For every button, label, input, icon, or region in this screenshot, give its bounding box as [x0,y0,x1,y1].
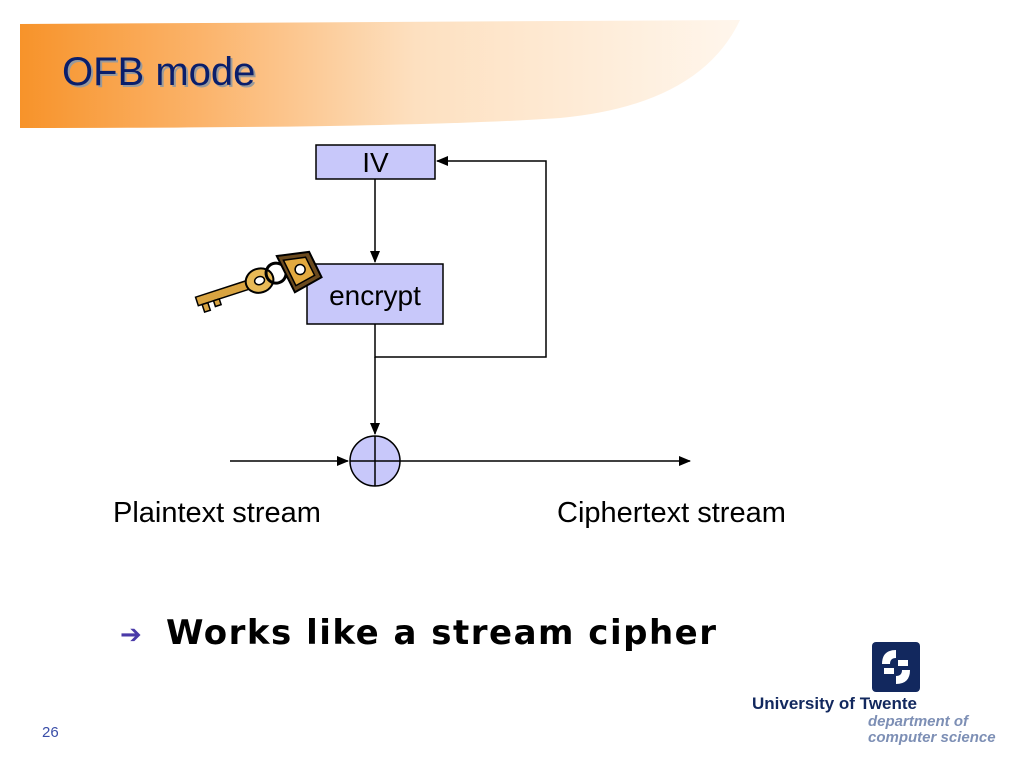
key-icon [194,250,323,314]
plaintext-label: Plaintext stream [113,497,321,529]
iv-label: IV [362,147,389,178]
encrypt-box: encrypt [306,263,444,325]
department-line-1: department of [868,713,969,730]
page-number: 26 [42,724,59,741]
department-line-2: computer science [868,729,996,746]
encrypt-label: encrypt [329,280,421,311]
university-logo-icon [872,642,920,692]
feedback-path [374,156,547,358]
department-name: department of computer science [868,714,996,746]
university-name: University of Twente [752,694,917,713]
iv-box: IV [315,144,436,180]
bullet-point: Works like a stream cipher [166,613,718,653]
xor-icon [349,435,401,487]
right-arrow-icon: ➔ [120,620,142,650]
ciphertext-label: Ciphertext stream [557,497,786,529]
page-title: OFB mode [62,50,256,94]
title-banner [20,20,740,128]
